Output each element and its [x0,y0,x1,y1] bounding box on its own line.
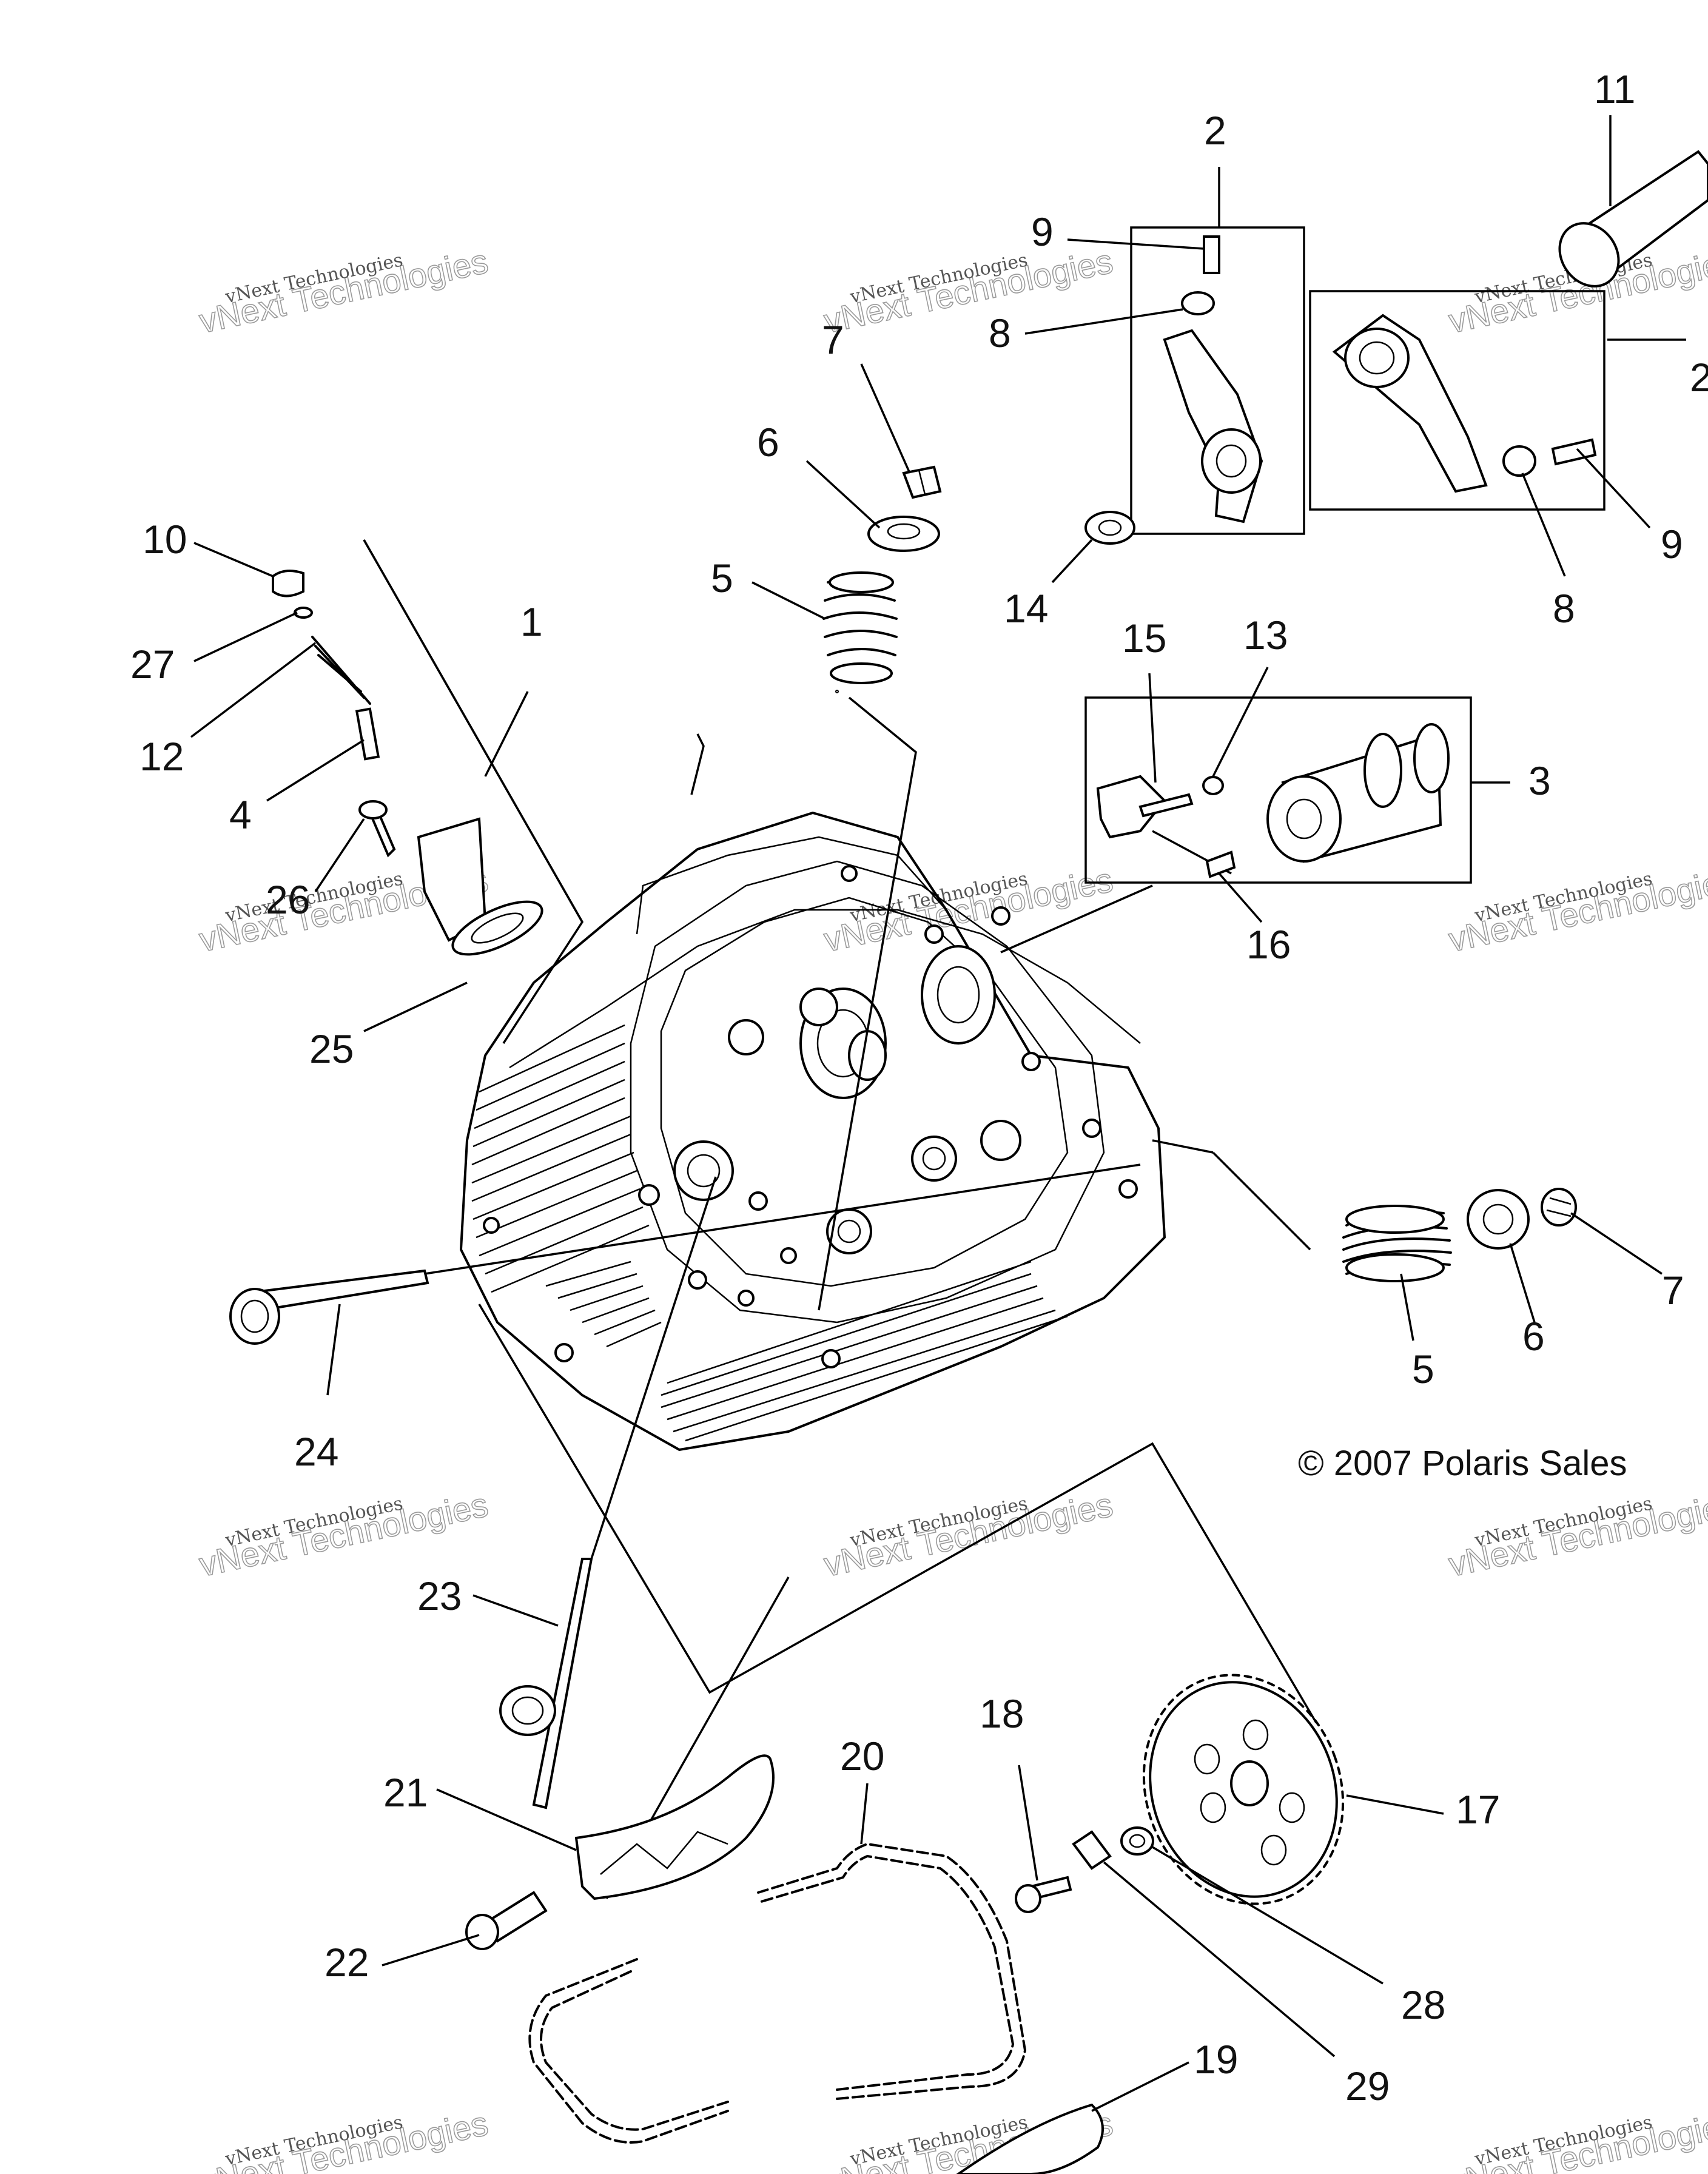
valve-keeper-upper [902,465,942,499]
bolt-boss [673,1140,734,1201]
watermark: vNext Technologies vNext Technologies [195,241,492,341]
callout-28: 28 [1401,1982,1445,2027]
chain-guide-lower [956,2103,1104,2174]
tensioner-gasket [451,900,543,956]
callout-labels: 1 2 2 3 4 5 5 6 6 7 7 8 8 9 9 10 11 12 1… [130,67,1708,2108]
rocker-arm [1163,329,1263,523]
rocker-arm-box-right [1309,290,1605,511]
tensioner-pin [355,707,380,761]
callout-9: 9 [1661,522,1683,567]
callout-14: 14 [1004,586,1048,631]
valve-spring-upper [822,571,898,684]
cylinder-head [460,690,1166,1451]
tensioner-assembly [272,539,583,956]
callout-2: 2 [1204,108,1226,153]
callout-3: 3 [1528,758,1551,803]
watermark: vNext Technologies vNext Technologies [1445,1485,1708,1584]
callout-17: 17 [1456,1787,1500,1832]
cam-chain [528,1843,1026,2144]
sprocket-bolt [1015,1876,1072,1913]
dowel-pin [1205,850,1236,878]
callout-12: 12 [140,734,184,779]
callout-24: 24 [294,1429,338,1474]
watermark: vNext Technologies vNext Technologies [1445,860,1708,960]
watermark: vNext Technologies vNext Technologies [195,2104,492,2174]
chain-guide-bolt [465,1891,548,1950]
tensioner-cap-bolt [272,570,304,597]
camshaft-box [1084,696,1472,884]
washer [1084,511,1135,545]
sprocket-washer [1120,1826,1154,1856]
adjuster-screw [1551,438,1597,466]
callout-23: 23 [417,1573,462,1618]
callout-7: 7 [1662,1268,1684,1313]
callout-26: 26 [266,877,310,922]
callout-2: 2 [1690,355,1708,400]
valve-retainer-right [1467,1189,1530,1250]
rocker-arm-box-center [1084,226,1305,545]
valve-retainer-upper [867,516,940,552]
callout-6: 6 [757,420,779,465]
callout-13: 13 [1243,613,1288,658]
callout-8: 8 [1553,586,1575,631]
callout-25: 25 [309,1026,354,1071]
exhaust-valve [229,1163,1141,1345]
adjuster-nut [1181,291,1215,315]
callout-18: 18 [980,1691,1024,1736]
copyright-notice: © 2007 Polaris Sales [1298,1444,1627,1483]
cam-journal [921,945,996,1045]
intake-valve [499,1176,717,1809]
callout-19: 19 [1194,2037,1238,2082]
watermark: vNext Technologies vNext Technologies [820,1485,1117,1584]
callout-9: 9 [1031,209,1054,254]
cooling-fins [471,1024,1068,1442]
callout-20: 20 [840,1734,884,1779]
decompression-lever [1096,775,1166,839]
adjuster-screw [1203,235,1220,274]
cam-sprocket [1142,1674,1345,1905]
watermark: vNext Technologies vNext Technologies [820,241,1117,341]
bolt-boss [826,1208,872,1254]
tensioner-spring [311,636,371,705]
sprocket-key [1072,1830,1112,1870]
callout-22: 22 [324,1940,369,1985]
callout-21: 21 [383,1770,428,1815]
watermark: vNext Technologies vNext Technologies [1445,2104,1708,2174]
adjuster-nut [1502,445,1536,477]
callout-16: 16 [1246,922,1291,967]
callout-5: 5 [1412,1347,1434,1392]
callout-8: 8 [989,311,1011,355]
bolt-boss [911,1136,957,1182]
decompression-spring [1202,776,1224,795]
callout-7: 7 [822,317,844,362]
callout-11: 11 [1594,67,1636,112]
valve-spring-right [1342,1205,1452,1282]
callout-leaders [190,115,1686,2112]
callout-27: 27 [130,642,175,687]
watermark: vNext Technologies vNext Technologies [195,1485,492,1584]
watermark: vNext Technologies vNext Technologies [820,860,1117,960]
callout-1: 1 [520,599,543,644]
callout-29: 29 [1345,2064,1390,2108]
callout-4: 4 [229,792,252,837]
chain-guide-upper [574,1754,775,1900]
valve-keeper-right [1541,1188,1577,1227]
callout-5: 5 [711,556,733,601]
rocker-shaft [1558,150,1708,288]
callout-6: 6 [1522,1314,1545,1359]
callout-15: 15 [1122,616,1166,661]
callout-10: 10 [143,517,187,562]
o-ring [294,607,313,619]
